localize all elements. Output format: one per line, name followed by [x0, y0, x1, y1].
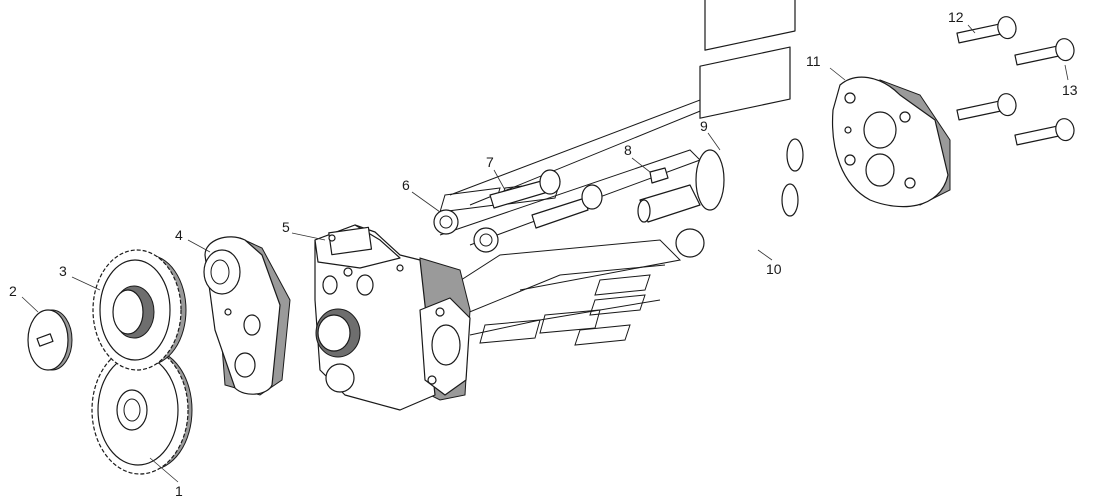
part-7-bolts	[489, 169, 603, 229]
callout-5: 5	[282, 219, 290, 235]
callout-6: 6	[402, 177, 410, 193]
assembly-guide-lines	[429, 99, 717, 346]
callout-2: 2	[9, 283, 17, 299]
part-10-pump-gear-lower	[675, 46, 799, 258]
part-3-idler-gear	[92, 249, 187, 371]
part-6-dowel-sleeves	[433, 209, 499, 253]
callout-13: 13	[1062, 82, 1078, 98]
callout-9: 9	[700, 118, 708, 134]
part-8-shaft-key	[637, 167, 701, 223]
callout-7: 7	[486, 154, 494, 170]
part-11-end-cover	[831, 76, 951, 208]
callout-4: 4	[175, 227, 183, 243]
callout-12: 12	[948, 9, 964, 25]
callout-10: 10	[766, 261, 782, 277]
part-2-cap	[27, 309, 73, 371]
callout-1: 1	[175, 483, 183, 499]
part-12-13-cover-bolts	[956, 16, 1075, 146]
callout-8: 8	[624, 142, 632, 158]
callout-11: 11	[806, 53, 821, 69]
part-5-pump-body	[314, 224, 471, 411]
callout-leaders	[21, 24, 1069, 483]
callout-3: 3	[59, 263, 67, 279]
part-9-pump-gear-upper	[695, 0, 804, 211]
callout-labels: 1 2 3 4 5 6 7 8 9 10 11 12 13	[9, 9, 1078, 499]
part-4-bearing-plate	[203, 236, 291, 396]
